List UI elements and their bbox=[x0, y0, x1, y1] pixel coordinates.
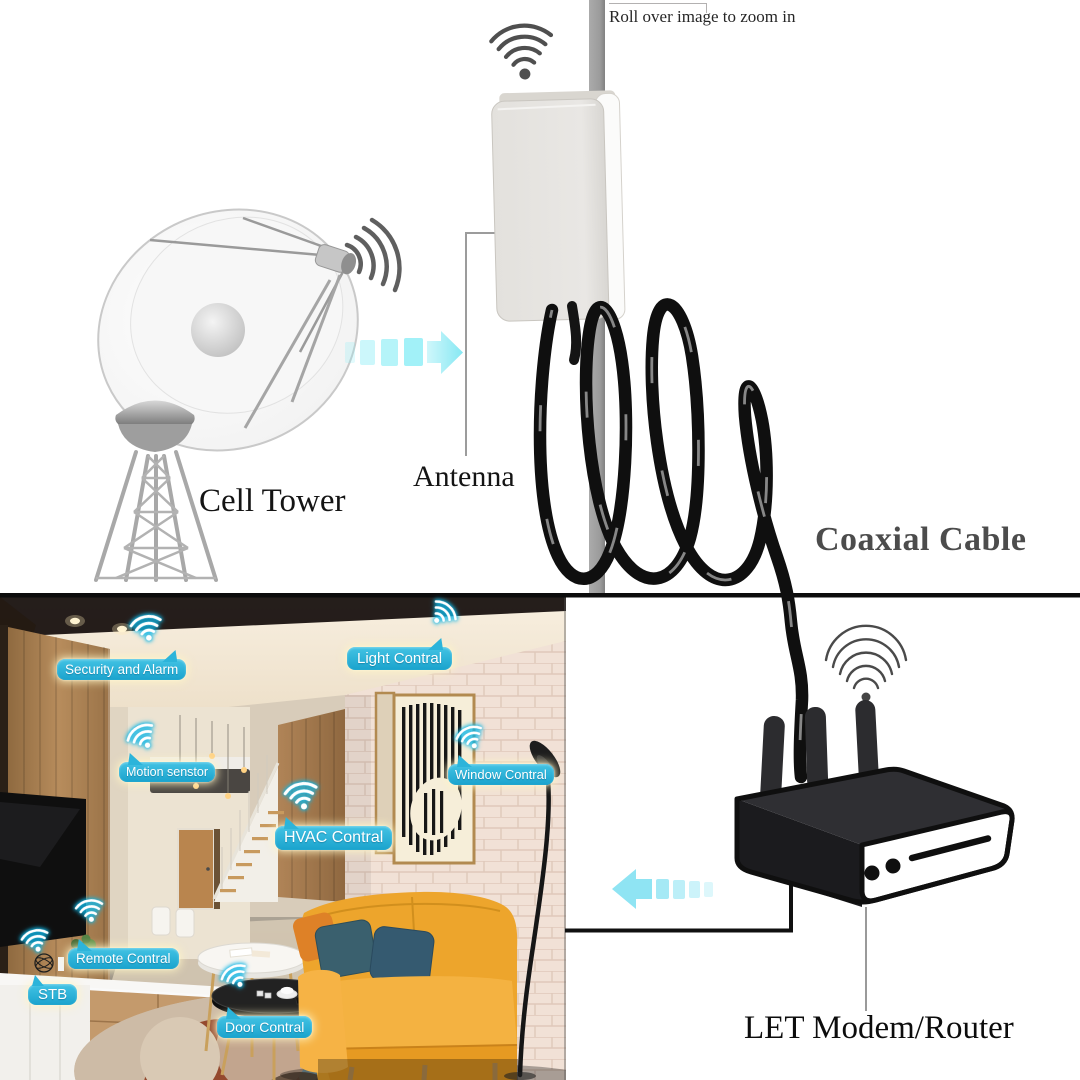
tag-remote-contral: Remote Contral bbox=[68, 948, 179, 969]
router-illustration bbox=[734, 624, 1015, 907]
router-wifi-icon bbox=[824, 624, 908, 702]
tag-door-contral: Door Contral bbox=[217, 1016, 313, 1038]
label-coaxial-cable: Coaxial Cable bbox=[815, 521, 1027, 558]
wifi-icon bbox=[73, 897, 107, 927]
radio-waves-icon bbox=[344, 217, 402, 293]
antenna-wifi-icon bbox=[489, 23, 554, 80]
zoom-hint-bracket bbox=[609, 3, 707, 13]
sofa bbox=[280, 891, 566, 1080]
tag-label: Light Contral bbox=[347, 647, 453, 670]
coaxial-cable bbox=[533, 298, 809, 784]
antenna-illustration bbox=[491, 90, 626, 322]
antenna-callout-line bbox=[465, 232, 497, 456]
flow-arrow-left bbox=[612, 869, 713, 909]
tag-label: Door Contral bbox=[217, 1016, 313, 1038]
label-cell-tower: Cell Tower bbox=[199, 483, 346, 519]
flow-arrow-right bbox=[345, 331, 463, 374]
label-antenna: Antenna bbox=[413, 460, 515, 493]
tag-window-contral: Window Contral bbox=[448, 764, 554, 785]
wood-wall-center bbox=[278, 709, 345, 902]
mounting-pole bbox=[589, 0, 605, 595]
tag-stb: STB bbox=[28, 984, 78, 1005]
tag-label: Window Contral bbox=[448, 764, 554, 785]
tag-motion-senstor: Motion senstor bbox=[119, 762, 215, 782]
tag-label: Security and Alarm bbox=[57, 659, 187, 680]
tag-label: Motion senstor bbox=[119, 762, 215, 782]
tv bbox=[0, 792, 86, 947]
tag-light-contral: Light Contral bbox=[347, 647, 452, 670]
zoom-hint-text: Roll over image to zoom in bbox=[609, 7, 796, 26]
tag-security-and-alarm: Security and Alarm bbox=[57, 659, 187, 680]
tag-label: HVAC Contral bbox=[275, 826, 393, 850]
tag-label: STB bbox=[28, 984, 78, 1005]
router-home-connector bbox=[565, 871, 793, 933]
staircase bbox=[212, 755, 284, 902]
label-modem-router: LET Modem/Router bbox=[744, 1010, 1014, 1046]
tag-hvac-contral: HVAC Contral bbox=[275, 826, 393, 850]
tag-label: Remote Contral bbox=[68, 948, 179, 969]
